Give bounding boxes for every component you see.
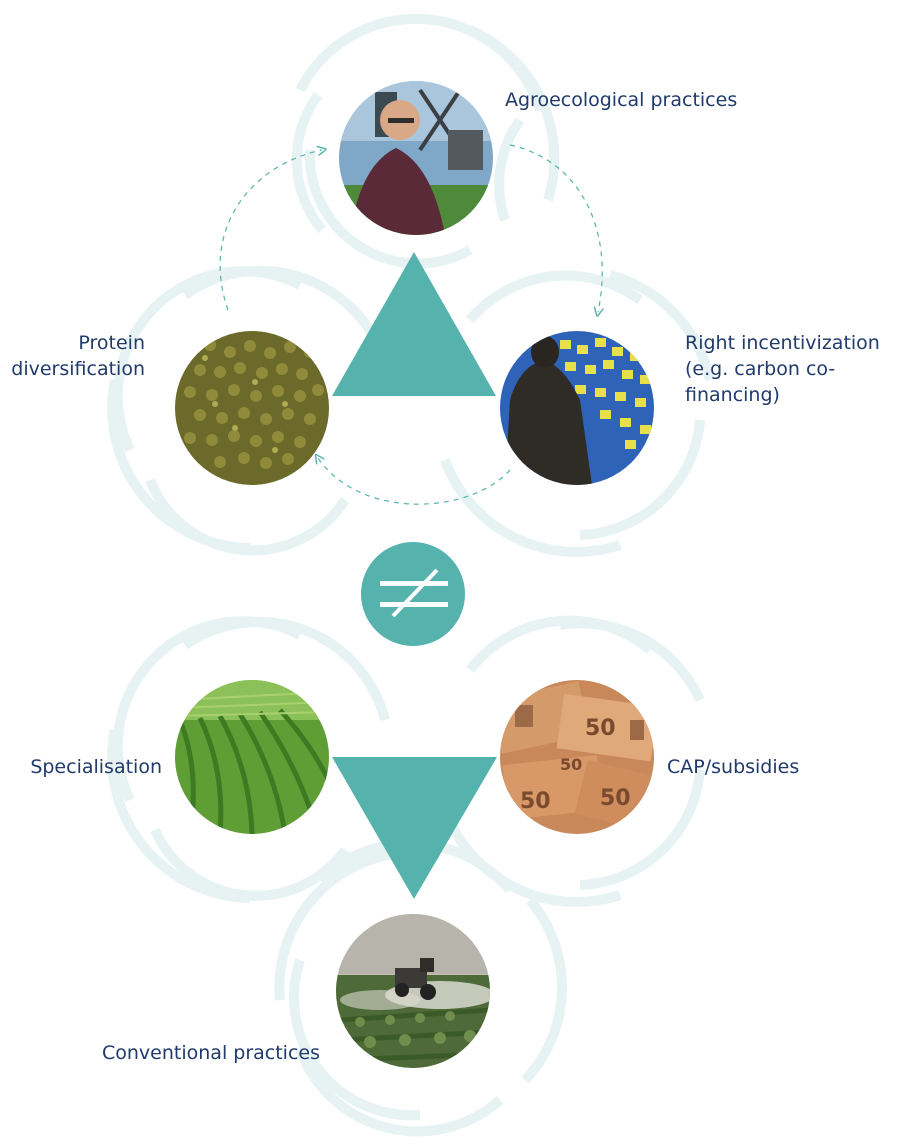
protein-line1: Protein [78, 332, 145, 354]
arrow-beans-to-farmer [219, 150, 322, 311]
triangle-down [332, 757, 497, 899]
sticky-notes-board-photo-icon [500, 331, 654, 485]
svg-text:50: 50 [520, 789, 551, 814]
crop-field-photo-icon [175, 680, 329, 834]
protein-line2: diversification [11, 358, 145, 380]
label-agroecological-practices: Agroecological practices [505, 87, 737, 113]
label-specialisation: Specialisation [0, 754, 162, 780]
incentive-line1: Right incentivization [685, 332, 880, 354]
conventional-text: Conventional practices [102, 1042, 320, 1064]
incentive-line2: (e.g. carbon co-financing) [685, 358, 836, 406]
farmer-photo-icon [339, 81, 493, 235]
arrow-board-to-beans [318, 458, 511, 505]
svg-text:50: 50 [585, 716, 616, 741]
svg-text:50: 50 [560, 755, 582, 774]
cap-subsidies-text: CAP/subsidies [667, 756, 800, 778]
label-cap-subsidies: CAP/subsidies [667, 754, 799, 780]
label-right-incentivization: Right incentivization (e.g. carbon co-fi… [685, 330, 924, 408]
label-protein-diversification: Protein diversification [0, 330, 145, 382]
mung-beans-photo-icon [175, 331, 329, 485]
not-equal-icon [361, 542, 465, 646]
specialisation-text: Specialisation [30, 756, 162, 778]
svg-text:50: 50 [600, 786, 631, 811]
cycle-arrows [219, 144, 602, 505]
label-conventional-practices: Conventional practices [0, 1040, 320, 1066]
agroecological-text: Agroecological practices [505, 89, 738, 111]
triangle-up [332, 252, 496, 396]
arrow-farmer-to-board [509, 144, 602, 312]
euro-banknotes-photo-icon: 50 50 50 50 [500, 680, 654, 834]
tractor-spraying-photo-icon [336, 914, 490, 1068]
